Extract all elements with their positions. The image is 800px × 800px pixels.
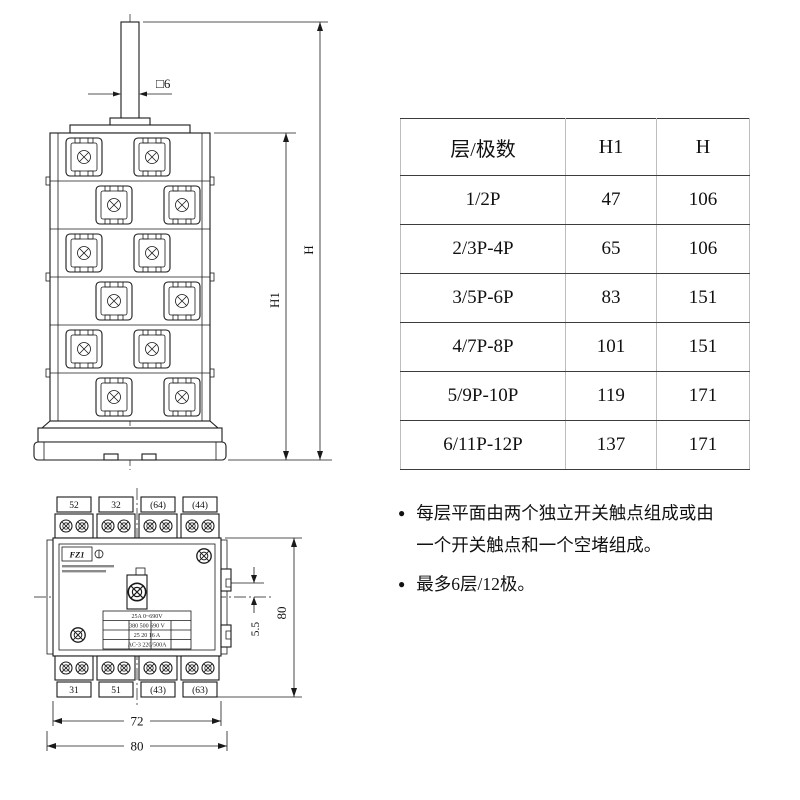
mounting-ears xyxy=(220,568,232,648)
table-row: 3/5P-6P 83 151 xyxy=(400,273,750,323)
dim-height: 80 xyxy=(209,537,302,698)
table-cell: 137 xyxy=(565,420,657,470)
table-row: 6/11P-12P 137 171 xyxy=(400,420,750,470)
table-header-row: 层/极数 H1 H xyxy=(400,118,750,176)
dim-offset: 5.5 xyxy=(231,567,264,636)
central-shaft-screw xyxy=(126,574,148,610)
table-row: 4/7P-8P 101 151 xyxy=(400,322,750,372)
table-cell: 171 xyxy=(656,420,750,470)
nameplate: FZ1 xyxy=(61,546,146,578)
switch-body xyxy=(45,132,215,422)
bottom-terminal-labels: 31 51 (43) (63) xyxy=(56,681,218,698)
terminal-label: (43) xyxy=(150,685,166,696)
table-cell: 151 xyxy=(656,322,750,372)
brand-label: FZ1 xyxy=(68,550,84,560)
terminal-label: 31 xyxy=(69,686,79,696)
dim-h1: H1 xyxy=(214,132,332,461)
dim-outer-width: 80 xyxy=(46,731,228,754)
body-top-steps xyxy=(69,117,191,134)
table-row: 5/9P-10P 119 171 xyxy=(400,371,750,421)
rating-row: 25A 0~690V xyxy=(131,614,163,620)
switch-shaft xyxy=(120,21,140,135)
terminal-label: 32 xyxy=(111,501,121,511)
dim-h1-label: H1 xyxy=(267,292,282,308)
bullet-icon: ● xyxy=(398,577,406,591)
table-cell: 3/5P-6P xyxy=(400,273,566,323)
table-cell: 171 xyxy=(656,371,750,421)
top-view-drawing: 52 32 (64) (44) xyxy=(34,488,302,754)
col-header-h1: H1 xyxy=(565,118,657,176)
dim-inner-width: 72 xyxy=(52,701,222,729)
shaft-dim-label: □6 xyxy=(156,76,171,91)
table-cell: 106 xyxy=(656,175,750,225)
dim-height-label: 80 xyxy=(274,607,289,620)
dim-inner-width-label: 72 xyxy=(131,714,144,729)
note-text: 最多6层/12极。 xyxy=(416,574,535,594)
col-header-layer-poles: 层/极数 xyxy=(400,118,566,176)
table-row: 2/3P-4P 65 106 xyxy=(400,224,750,274)
table-cell: 151 xyxy=(656,273,750,323)
dim-h: H xyxy=(143,21,328,460)
front-view-drawing: □6 xyxy=(33,14,332,470)
table-cell: 65 xyxy=(565,224,657,274)
terminal-label: (63) xyxy=(192,685,208,696)
note-text: 每层平面由两个独立开关触点组成或由一个开关触点和一个空堵组成。 xyxy=(416,503,714,555)
dim-outer-width-label: 80 xyxy=(131,739,144,754)
table-cell: 101 xyxy=(565,322,657,372)
terminal-label: (44) xyxy=(192,500,208,511)
base-flange xyxy=(33,420,227,461)
spec-table: 层/极数 H1 H 1/2P 47 106 2/3P-4P 65 106 3/5… xyxy=(400,118,750,470)
table-cell: 4/7P-8P xyxy=(400,322,566,372)
dim-offset-label: 5.5 xyxy=(250,622,262,637)
top-terminal-labels: 52 32 (64) (44) xyxy=(56,496,218,513)
table-row: 1/2P 47 106 xyxy=(400,175,750,225)
table-cell: 1/2P xyxy=(400,175,566,225)
notes-section: ● 每层平面由两个独立开关触点组成或由一个开关触点和一个空堵组成。 ● 最多6层… xyxy=(398,498,716,609)
table-cell: 119 xyxy=(565,371,657,421)
rating-row: 25 20 16 A xyxy=(134,633,161,639)
col-header-h: H xyxy=(656,118,750,176)
table-cell: 6/11P-12P xyxy=(400,420,566,470)
table-cell: 5/9P-10P xyxy=(400,371,566,421)
rating-table: 25A 0~690V 380 500 690 V 25 20 16 A AC-3… xyxy=(102,610,192,650)
bullet-icon: ● xyxy=(398,506,406,520)
rating-row: AC-3 220/500A xyxy=(128,643,168,649)
table-cell: 106 xyxy=(656,224,750,274)
note-item: ● 最多6层/12极。 xyxy=(398,569,716,601)
terminal-label: 52 xyxy=(69,501,79,511)
rating-row: 380 500 690 V xyxy=(129,624,165,630)
table-cell: 83 xyxy=(565,273,657,323)
terminal-label: (64) xyxy=(150,500,166,511)
bottom-terminal-blocks xyxy=(54,655,220,681)
shaft-dim-callout: □6 xyxy=(88,76,172,97)
table-cell: 2/3P-4P xyxy=(400,224,566,274)
note-item: ● 每层平面由两个独立开关触点组成或由一个开关触点和一个空堵组成。 xyxy=(398,498,716,561)
dim-h-label: H xyxy=(301,245,316,254)
top-terminal-blocks xyxy=(54,513,220,539)
terminal-label: 51 xyxy=(111,686,121,696)
table-cell: 47 xyxy=(565,175,657,225)
